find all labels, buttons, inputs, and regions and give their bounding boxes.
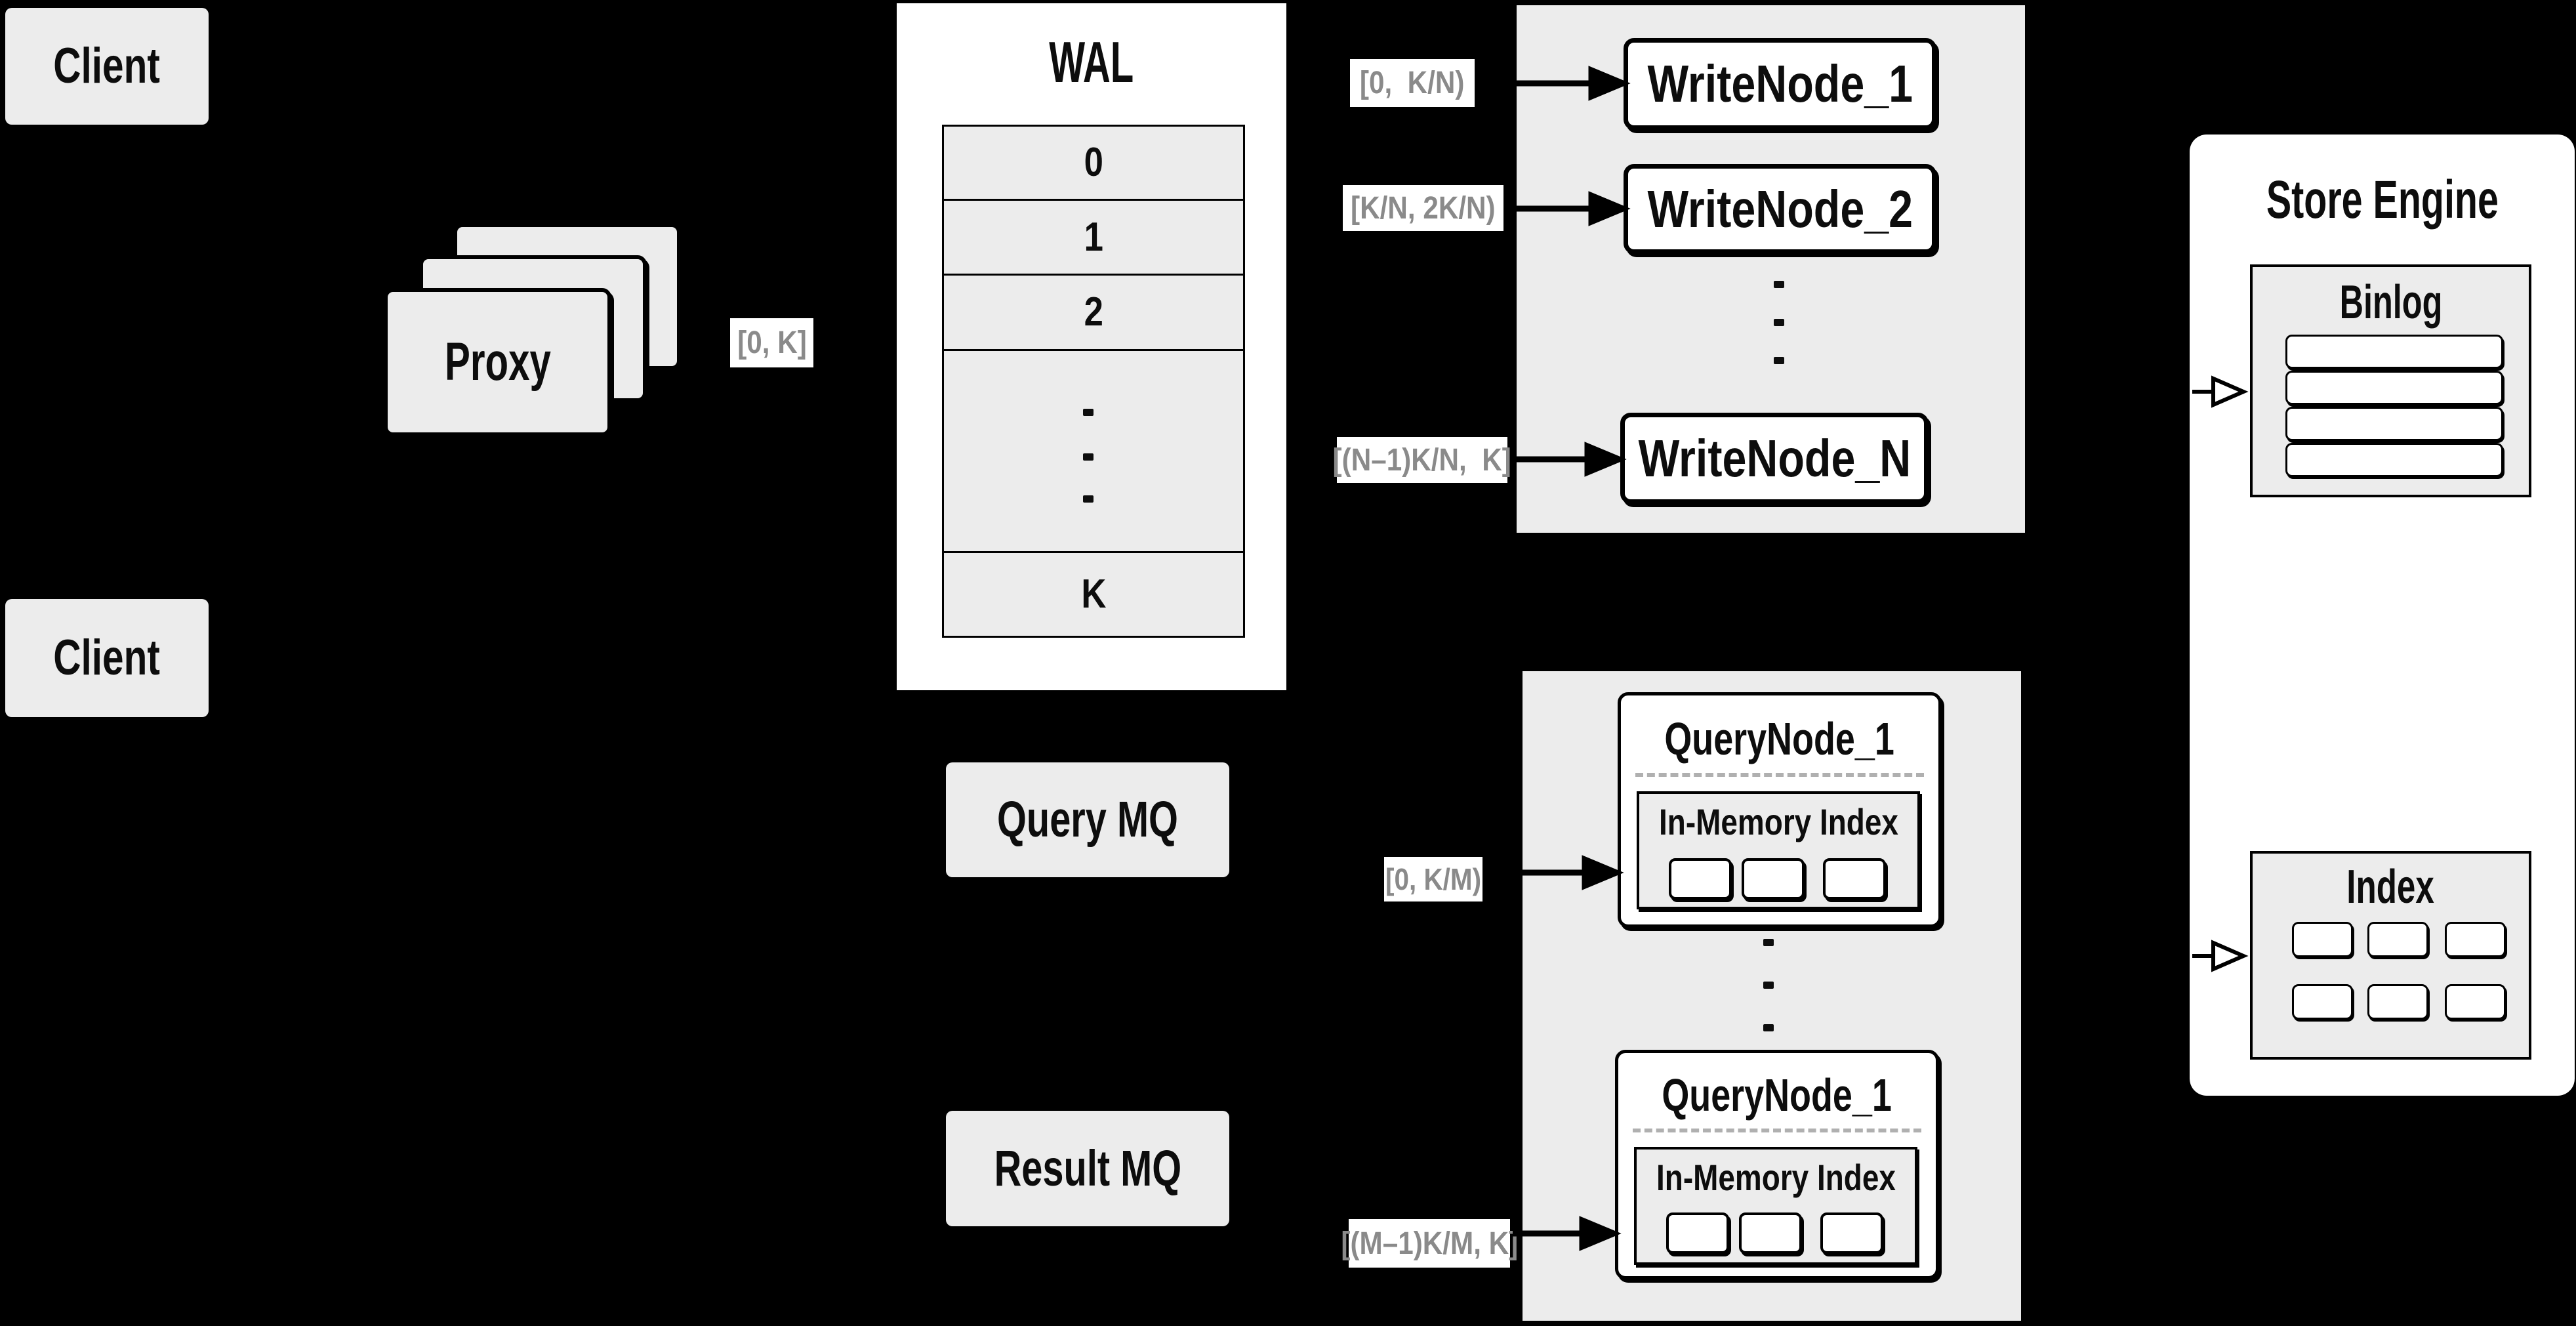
- query-mq-box: Query MQ: [946, 762, 1229, 877]
- arrow-query-m-head: [1579, 1216, 1622, 1251]
- range-label-write-n: [(N–1)K/N, K]: [1333, 437, 1511, 483]
- result-mq-label: Result MQ: [994, 1140, 1181, 1197]
- query-node-bottom-box: QueryNode_1 In-Memory Index: [1615, 1050, 1939, 1279]
- write-node-2-label: WriteNode_2: [1647, 179, 1913, 238]
- wal-row-1: 1: [944, 201, 1243, 276]
- index-segment-5: [2367, 984, 2428, 1020]
- query-node-top-title-text: QueryNode_1: [1664, 713, 1895, 764]
- in-memory-segment-top-1: [1669, 858, 1732, 900]
- index-box: Index: [2250, 851, 2531, 1060]
- binlog-rows: [2285, 335, 2503, 477]
- query-node-top-title: QueryNode_1: [1621, 707, 1938, 770]
- proxy-box-front: Proxy: [384, 288, 611, 436]
- write-nodes-ellipsis-dot-1: [1774, 281, 1784, 288]
- arrow-query-1-head: [1582, 855, 1624, 890]
- wal-row-2: 2: [944, 276, 1243, 351]
- query-nodes-ellipsis-dot-2: [1763, 982, 1774, 989]
- arrow-index-head: [2211, 940, 2249, 972]
- arrow-write-1-head: [1588, 66, 1631, 101]
- binlog-row-3: [2285, 407, 2503, 441]
- write-node-n-label: WriteNode_N: [1638, 428, 1911, 487]
- range-label-query-1: [0, K/M): [1384, 857, 1482, 901]
- range-label-write-n-text: [(N–1)K/N, K]: [1332, 442, 1512, 478]
- index-segment-6: [2445, 984, 2506, 1020]
- write-nodes-ellipsis-dot-2: [1774, 319, 1784, 326]
- wal-row-0: 0: [944, 127, 1243, 201]
- range-label-proxy-wal-text: [0, K]: [737, 325, 807, 360]
- wal-ellipsis-dot-2: [1083, 453, 1094, 461]
- client-bottom-label: Client: [53, 630, 161, 686]
- store-engine-title: Store Engine: [2190, 157, 2575, 243]
- write-node-1-label: WriteNode_1: [1647, 54, 1913, 113]
- query-node-bottom-title-text: QueryNode_1: [1662, 1069, 1892, 1121]
- write-node-1-box: WriteNode_1: [1624, 38, 1936, 130]
- query-node-bottom-title: QueryNode_1: [1618, 1064, 1936, 1126]
- range-label-write-1: [0, K/N): [1350, 59, 1475, 107]
- range-label-write-2: [K/N, 2K/N): [1343, 185, 1503, 231]
- store-engine-title-text: Store Engine: [2266, 170, 2499, 230]
- range-label-proxy-wal: [0, K]: [730, 318, 813, 367]
- wal-ellipsis-dot-1: [1083, 409, 1094, 416]
- query-node-top-divider: [1635, 773, 1924, 777]
- write-nodes-ellipsis-dot-3: [1774, 357, 1784, 364]
- wal-row-k: K: [944, 553, 1243, 636]
- arrow-write-2-head: [1588, 191, 1631, 226]
- binlog-title-text: Binlog: [2339, 276, 2442, 329]
- in-memory-segment-bottom-2: [1739, 1212, 1802, 1254]
- in-memory-index-top-title-text: In-Memory Index: [1658, 801, 1898, 842]
- client-top-label: Client: [53, 38, 161, 94]
- query-mq-label: Query MQ: [997, 791, 1178, 848]
- binlog-box: Binlog: [2250, 264, 2531, 497]
- store-engine-panel: Store Engine Binlog Index: [2190, 135, 2575, 1096]
- query-nodes-ellipsis-dot-1: [1763, 939, 1774, 946]
- wal-log-table: 0 1 2 K: [942, 125, 1245, 638]
- arrow-write-n-head: [1584, 442, 1627, 477]
- binlog-row-1: [2285, 335, 2503, 369]
- client-bottom-box: Client: [5, 599, 209, 717]
- in-memory-segment-bottom-1: [1666, 1212, 1729, 1254]
- in-memory-segment-top-2: [1742, 858, 1805, 900]
- in-memory-index-bottom-box: In-Memory Index: [1634, 1147, 1917, 1265]
- wal-ellipsis-dot-3: [1083, 495, 1094, 503]
- query-node-top-box: QueryNode_1 In-Memory Index: [1618, 692, 1942, 928]
- wal-row-0-label: 0: [1084, 140, 1103, 185]
- in-memory-index-top-box: In-Memory Index: [1637, 791, 1920, 909]
- index-segment-3: [2445, 922, 2506, 957]
- result-mq-box: Result MQ: [946, 1111, 1229, 1226]
- client-top-box: Client: [5, 8, 209, 125]
- binlog-row-4: [2285, 443, 2503, 477]
- wal-title: WAL: [897, 23, 1286, 102]
- range-label-write-1-text: [0, K/N): [1360, 66, 1465, 100]
- query-nodes-ellipsis-dot-3: [1763, 1024, 1774, 1031]
- in-memory-index-bottom-title: In-Memory Index: [1637, 1155, 1915, 1201]
- wal-row-2-label: 2: [1084, 289, 1103, 335]
- binlog-title: Binlog: [2253, 274, 2529, 331]
- arrow-binlog-head: [2211, 375, 2249, 408]
- range-label-query-m-text: [(M–1)K/M, K]: [1341, 1226, 1518, 1261]
- range-label-query-m: [(M–1)K/M, K]: [1341, 1219, 1518, 1268]
- write-node-2-box: WriteNode_2: [1624, 164, 1936, 254]
- index-segment-1: [2292, 922, 2353, 957]
- index-title: Index: [2253, 859, 2529, 915]
- wal-row-ellipsis: [944, 351, 1243, 553]
- index-segment-2: [2367, 922, 2428, 957]
- wal-row-k-label: K: [1080, 571, 1107, 617]
- query-node-bottom-divider: [1633, 1129, 1921, 1132]
- in-memory-index-top-title: In-Memory Index: [1639, 799, 1917, 845]
- index-segment-4: [2292, 984, 2353, 1020]
- wal-row-1-label: 1: [1084, 214, 1103, 260]
- binlog-row-2: [2285, 371, 2503, 405]
- wal-title-text: WAL: [1049, 30, 1134, 94]
- in-memory-segment-bottom-3: [1820, 1212, 1883, 1254]
- wal-panel: WAL 0 1 2 K: [897, 3, 1286, 690]
- proxy-label: Proxy: [444, 332, 551, 392]
- range-label-write-2-text: [K/N, 2K/N): [1351, 190, 1496, 226]
- range-label-query-1-text: [0, K/M): [1385, 862, 1482, 896]
- index-title-text: Index: [2346, 860, 2435, 913]
- in-memory-index-bottom-title-text: In-Memory Index: [1656, 1157, 1896, 1198]
- in-memory-segment-top-3: [1823, 858, 1886, 900]
